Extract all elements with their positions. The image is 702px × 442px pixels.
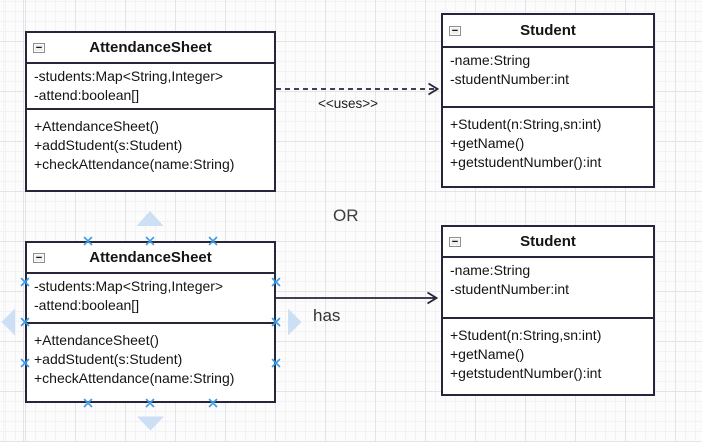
class-attribute: -name:String: [450, 52, 531, 68]
methods-section: +Student(n:String,sn:int) +getName() +ge…: [443, 317, 653, 394]
class-title-bar: − AttendanceSheet: [27, 243, 274, 272]
class-title-bar: − Student: [443, 15, 653, 46]
direction-up-icon[interactable]: [136, 211, 164, 226]
attributes-section: -name:String -studentNumber:int: [443, 46, 653, 106]
class-method: +addStudent(s:Student): [34, 137, 183, 153]
class-method: +getName(): [450, 135, 525, 151]
collapse-icon[interactable]: −: [449, 25, 461, 36]
class-attribute: -attend:boolean[]: [34, 87, 140, 103]
class-method: +checkAttendance(name:String): [34, 370, 235, 386]
class-attribute: -name:String: [450, 262, 531, 278]
text-or[interactable]: OR: [333, 206, 359, 225]
dependency-arrowhead-icon: [428, 82, 440, 96]
class-method: +Student(n:String,sn:int): [450, 327, 602, 343]
class-title: Student: [520, 233, 576, 250]
class-method: +getstudentNumber():int: [450, 365, 602, 381]
class-title: AttendanceSheet: [89, 39, 212, 56]
class-method: +getName(): [450, 346, 525, 362]
collapse-icon[interactable]: −: [33, 252, 45, 263]
class-method: +addStudent(s:Student): [34, 351, 183, 367]
methods-section: +Student(n:String,sn:int) +getName() +ge…: [443, 106, 653, 186]
attributes-section: -students:Map<String,Integer> -attend:bo…: [27, 62, 274, 108]
class-attribute: -studentNumber:int: [450, 71, 570, 87]
edge-label-has[interactable]: has: [313, 306, 341, 325]
methods-section: +AttendanceSheet() +addStudent(s:Student…: [27, 108, 274, 190]
attributes-section: -name:String -studentNumber:int: [443, 256, 653, 317]
class-attribute: -studentNumber:int: [450, 281, 570, 297]
class-title-bar: − AttendanceSheet: [27, 33, 274, 62]
class-title: Student: [520, 22, 576, 39]
class-method: +AttendanceSheet(): [34, 332, 159, 348]
class-attribute: -students:Map<String,Integer>: [34, 278, 224, 294]
methods-section: +AttendanceSheet() +addStudent(s:Student…: [27, 322, 274, 401]
class-attribute: -attend:boolean[]: [34, 297, 140, 313]
class-box-attendancesheet-bottom[interactable]: − AttendanceSheet -students:Map<String,I…: [25, 241, 276, 403]
class-box-attendancesheet-top[interactable]: − AttendanceSheet -students:Map<String,I…: [25, 31, 276, 192]
collapse-icon[interactable]: −: [449, 236, 461, 247]
attributes-section: -students:Map<String,Integer> -attend:bo…: [27, 272, 274, 322]
edge-label-uses[interactable]: <<uses>>: [317, 96, 379, 111]
class-method: +checkAttendance(name:String): [34, 156, 235, 172]
class-box-student-top[interactable]: − Student -name:String -studentNumber:in…: [441, 13, 655, 188]
direction-left-icon[interactable]: [1, 308, 16, 336]
association-arrowhead-icon: [427, 291, 439, 305]
class-attribute: -students:Map<String,Integer>: [34, 68, 224, 84]
class-box-student-bottom[interactable]: − Student -name:String -studentNumber:in…: [441, 225, 655, 396]
class-method: +getstudentNumber():int: [450, 154, 602, 170]
collapse-icon[interactable]: −: [33, 42, 45, 53]
class-title: AttendanceSheet: [89, 249, 212, 266]
class-title-bar: − Student: [443, 227, 653, 256]
direction-down-icon[interactable]: [137, 416, 164, 431]
class-method: +AttendanceSheet(): [34, 118, 159, 134]
direction-right-icon[interactable]: [288, 308, 302, 336]
class-method: +Student(n:String,sn:int): [450, 116, 602, 132]
